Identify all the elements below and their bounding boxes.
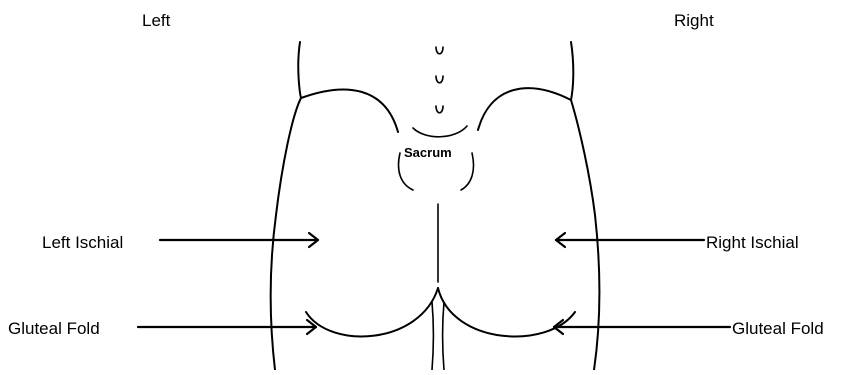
sacrum-upper-arc <box>413 126 467 137</box>
right-side-label: Right <box>674 12 714 29</box>
inner-thigh-right <box>443 302 445 370</box>
left-ischial-arrow <box>160 233 318 247</box>
right-ischial-arrow <box>556 233 704 247</box>
sacrum-lower-right <box>461 153 474 190</box>
left-buttock-top <box>301 89 398 132</box>
left-gluteal-fold-arrow <box>138 320 316 334</box>
vertebra-mark-1 <box>436 47 443 54</box>
right-gluteal-fold-arrow <box>554 320 730 334</box>
right-hip-outline <box>571 42 599 370</box>
left-hip-outline <box>271 42 301 370</box>
right-ischial-label: Right Ischial <box>706 234 799 251</box>
left-ischial-label: Left Ischial <box>42 234 123 251</box>
inner-thigh-left <box>432 302 434 370</box>
right-gluteal-fold-label: Gluteal Fold <box>732 320 824 337</box>
right-buttock-top <box>478 88 571 130</box>
sacrum-label: Sacrum <box>404 146 452 159</box>
vertebra-mark-2 <box>436 76 443 83</box>
left-gluteal-fold-curve <box>306 288 438 336</box>
right-gluteal-fold-curve <box>438 288 575 336</box>
left-side-label: Left <box>142 12 170 29</box>
vertebra-mark-3 <box>436 106 443 113</box>
left-gluteal-fold-label: Gluteal Fold <box>8 320 100 337</box>
